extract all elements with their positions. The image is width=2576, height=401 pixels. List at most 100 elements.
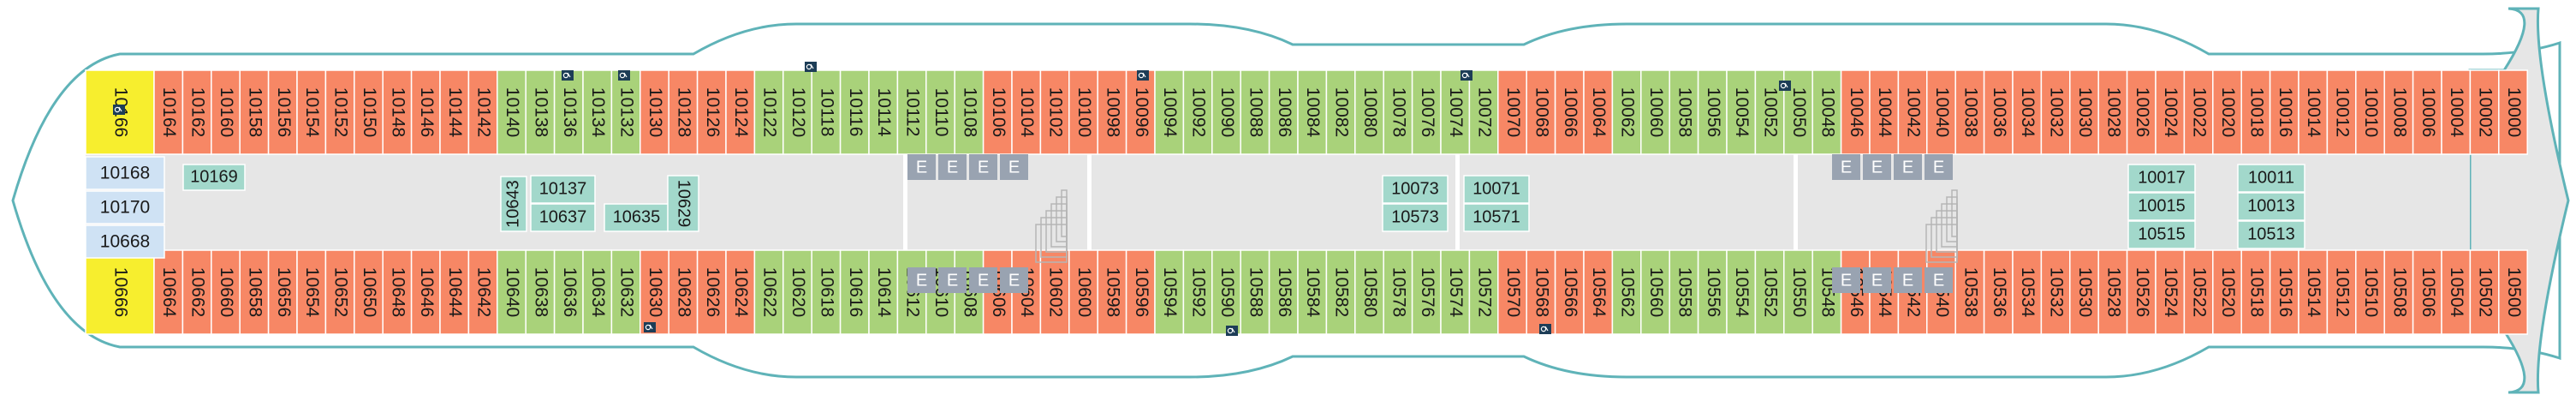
inside-cabin[interactable]: 10169 (182, 164, 246, 191)
cabin[interactable]: 10586 (1268, 249, 1299, 335)
cabin[interactable]: 10000 (2498, 69, 2528, 155)
cabin[interactable]: 10054 (1726, 69, 1757, 155)
cabin[interactable]: 10162 (181, 69, 212, 155)
cabin[interactable]: 10560 (1640, 249, 1670, 335)
cabin[interactable]: 10530 (2069, 249, 2099, 335)
cabin[interactable]: 10514 (2298, 249, 2329, 335)
inside-cabin[interactable]: 10515 (2127, 220, 2196, 249)
cabin[interactable]: 10072 (1468, 69, 1499, 155)
cabin[interactable]: 10142 (467, 69, 498, 155)
cabin[interactable]: 10104 (1011, 69, 1042, 155)
cabin[interactable]: 10024 (2155, 69, 2186, 155)
cabin[interactable]: 10022 (2183, 69, 2214, 155)
cabin[interactable]: 10510 (2355, 249, 2385, 335)
cabin[interactable]: 10046 (1840, 69, 1871, 155)
cabin[interactable]: 10008 (2383, 69, 2414, 155)
cabin[interactable]: 10656 (267, 249, 298, 335)
cabin[interactable]: 10614 (868, 249, 899, 335)
cabin[interactable]: 10116 (839, 69, 870, 155)
cabin[interactable]: 10506 (2412, 249, 2442, 335)
cabin[interactable]: 10644 (439, 249, 470, 335)
cabin[interactable]: 10138 (525, 69, 556, 155)
cabin[interactable]: 10100 (1068, 69, 1098, 155)
stern-cabin[interactable]: 10668 (85, 224, 165, 259)
cabin[interactable]: 10620 (782, 249, 812, 335)
cabin[interactable]: 10562 (1611, 249, 1642, 335)
inside-cabin[interactable]: 10513 (2237, 220, 2305, 249)
cabin[interactable]: 10566 (1554, 249, 1585, 335)
cabin[interactable]: 10576 (1411, 249, 1442, 335)
cabin[interactable]: 10568 (1526, 249, 1556, 335)
cabin[interactable]: 10152 (324, 69, 355, 155)
cabin[interactable]: 10002 (2469, 69, 2500, 155)
cabin[interactable]: 10010 (2355, 69, 2385, 155)
cabin[interactable]: 10628 (668, 249, 699, 335)
cabin[interactable]: 10592 (1182, 249, 1213, 335)
inside-cabin[interactable]: 10015 (2127, 192, 2196, 221)
cabin[interactable]: 10600 (1068, 249, 1098, 335)
cabin[interactable]: 10134 (582, 69, 613, 155)
cabin[interactable]: 10064 (1583, 69, 1614, 155)
inside-cabin[interactable]: 10571 (1463, 203, 1530, 232)
cabin[interactable]: 10588 (1240, 249, 1270, 335)
cabin[interactable]: 10038 (1954, 69, 1985, 155)
cabin[interactable]: 10080 (1354, 69, 1384, 155)
cabin[interactable]: 10556 (1697, 249, 1728, 335)
cabin[interactable]: 10040 (1926, 69, 1956, 155)
cabin[interactable]: 10630 (640, 249, 669, 335)
cabin[interactable]: 10056 (1697, 69, 1728, 155)
cabin[interactable]: 10034 (2012, 69, 2043, 155)
inside-cabin[interactable]: 10635 (604, 203, 669, 232)
cabin[interactable]: 10020 (2212, 69, 2242, 155)
cabin[interactable]: 10532 (2040, 249, 2071, 335)
cabin[interactable]: 10120 (782, 69, 812, 155)
cabin[interactable]: 10016 (2269, 69, 2299, 155)
cabin[interactable]: 10594 (1154, 249, 1185, 335)
cabin[interactable]: 10516 (2269, 249, 2299, 335)
inside-cabin[interactable]: 10013 (2237, 192, 2305, 221)
cabin[interactable]: 10050 (1783, 69, 1813, 155)
cabin[interactable]: 10640 (497, 249, 527, 335)
cabin[interactable]: 10018 (2240, 69, 2271, 155)
cabin[interactable]: 10122 (753, 69, 784, 155)
cabin[interactable]: 10554 (1726, 249, 1757, 335)
cabin[interactable]: 10664 (153, 249, 184, 335)
cabin[interactable]: 10652 (324, 249, 355, 335)
cabin[interactable]: 10536 (1983, 249, 2014, 335)
cabin[interactable]: 10114 (868, 69, 899, 155)
cabin[interactable]: 10028 (2097, 69, 2128, 155)
cabin[interactable]: 10598 (1097, 249, 1127, 335)
cabin[interactable]: 10128 (668, 69, 699, 155)
cabin[interactable]: 10084 (1297, 69, 1328, 155)
cabin[interactable]: 10508 (2383, 249, 2414, 335)
inside-cabin[interactable]: 10073 (1382, 175, 1449, 204)
inside-cabin[interactable]: 10637 (530, 203, 596, 232)
cabin[interactable]: 10580 (1354, 249, 1384, 335)
cabin[interactable]: 10124 (725, 69, 756, 155)
cabin[interactable]: 10558 (1669, 249, 1699, 335)
cabin[interactable]: 10132 (610, 69, 641, 155)
cabin[interactable]: 10140 (497, 69, 527, 155)
cabin[interactable]: 10618 (811, 249, 842, 335)
cabin[interactable]: 10146 (410, 69, 441, 155)
cabin[interactable]: 10130 (640, 69, 669, 155)
cabin[interactable]: 10082 (1325, 69, 1356, 155)
inside-cabin[interactable]: 10629 (667, 175, 699, 232)
cabin[interactable]: 10126 (696, 69, 727, 155)
cabin[interactable]: 10106 (982, 69, 1013, 155)
cabin[interactable]: 10150 (354, 69, 384, 155)
cabin[interactable]: 10066 (1554, 69, 1585, 155)
cabin[interactable]: 10646 (410, 249, 441, 335)
inside-cabin[interactable]: 10137 (530, 175, 596, 204)
cabin[interactable]: 10616 (839, 249, 870, 335)
cabin[interactable]: 10044 (1869, 69, 1900, 155)
cabin[interactable]: 10590 (1211, 249, 1241, 335)
cabin[interactable]: 10048 (1812, 69, 1842, 155)
cabin[interactable]: 10060 (1640, 69, 1670, 155)
cabin[interactable]: 10006 (2412, 69, 2442, 155)
cabin[interactable]: 10098 (1097, 69, 1127, 155)
cabin[interactable]: 10538 (1954, 249, 1985, 335)
cabin[interactable]: 10088 (1240, 69, 1270, 155)
cabin[interactable]: 10014 (2298, 69, 2329, 155)
cabin[interactable]: 10092 (1182, 69, 1213, 155)
